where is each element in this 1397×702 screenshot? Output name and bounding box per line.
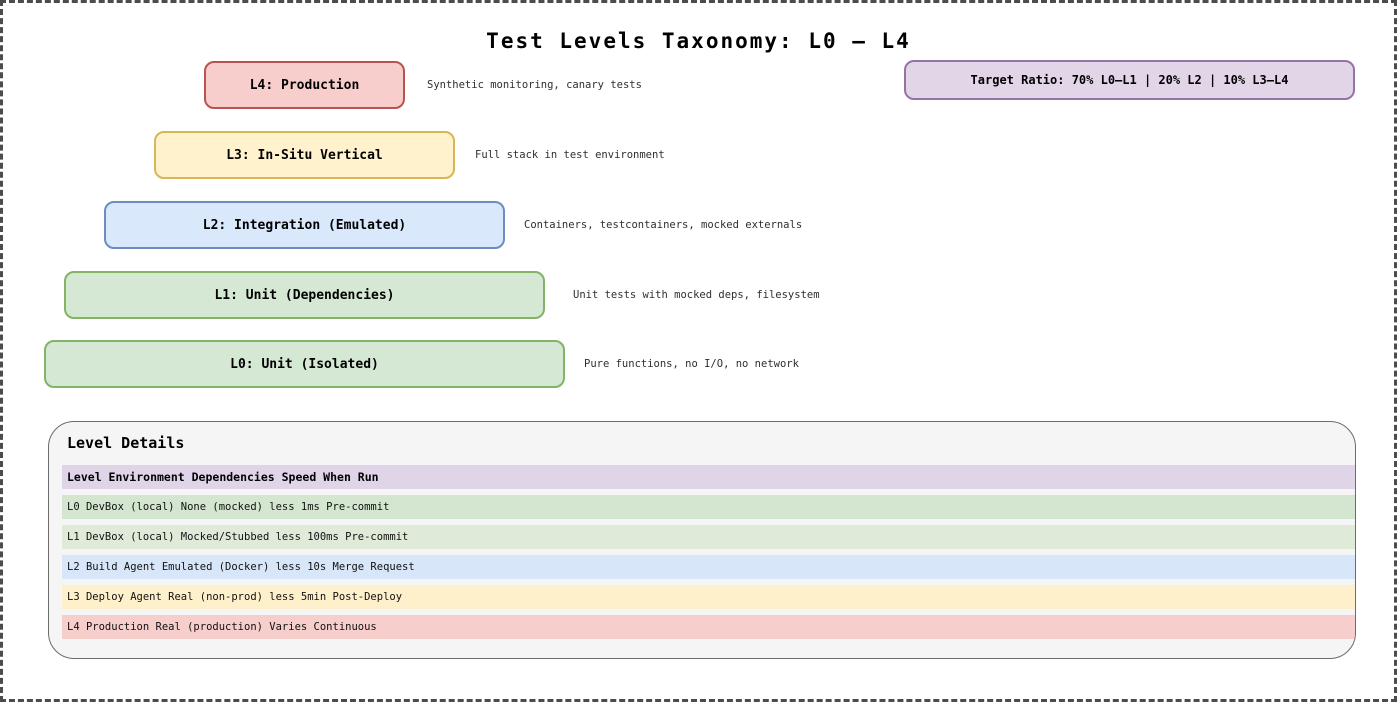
level-details-panel: Level Details Level Environment Dependen… bbox=[48, 421, 1356, 659]
level-annotation-l3: Full stack in test environment bbox=[475, 149, 665, 161]
test-pyramid: L4: Production Synthetic monitoring, can… bbox=[3, 3, 1394, 413]
target-ratio-badge: Target Ratio: 70% L0–L1 | 20% L2 | 10% L… bbox=[904, 60, 1355, 100]
level-box-l0: L0: Unit (Isolated) bbox=[44, 340, 565, 388]
pyramid-level-l0: L0: Unit (Isolated) Pure functions, no I… bbox=[3, 340, 1394, 388]
details-table: Level Environment Dependencies Speed Whe… bbox=[62, 465, 1355, 639]
level-annotation-l4: Synthetic monitoring, canary tests bbox=[427, 79, 642, 91]
page-title: Test Levels Taxonomy: L0 – L4 bbox=[486, 29, 911, 53]
pyramid-level-l4: L4: Production Synthetic monitoring, can… bbox=[3, 61, 1394, 109]
panel-heading: Level Details bbox=[67, 434, 185, 452]
level-box-l1: L1: Unit (Dependencies) bbox=[64, 271, 545, 319]
level-annotation-l1: Unit tests with mocked deps, filesystem bbox=[573, 289, 820, 301]
table-row-l2: L2 Build Agent Emulated (Docker) less 10… bbox=[62, 555, 1355, 579]
table-row-l4: L4 Production Real (production) Varies C… bbox=[62, 615, 1355, 639]
level-annotation-l2: Containers, testcontainers, mocked exter… bbox=[524, 219, 803, 231]
level-box-l2: L2: Integration (Emulated) bbox=[104, 201, 505, 249]
table-header-row: Level Environment Dependencies Speed Whe… bbox=[62, 465, 1355, 489]
level-annotation-l0: Pure functions, no I/O, no network bbox=[584, 358, 799, 370]
pyramid-level-l3: L3: In-Situ Vertical Full stack in test … bbox=[3, 131, 1394, 179]
table-row-l3: L3 Deploy Agent Real (non-prod) less 5mi… bbox=[62, 585, 1355, 609]
level-box-l4: L4: Production bbox=[204, 61, 405, 109]
pyramid-level-l1: L1: Unit (Dependencies) Unit tests with … bbox=[3, 271, 1394, 319]
level-box-l3: L3: In-Situ Vertical bbox=[154, 131, 455, 179]
table-row-l0: L0 DevBox (local) None (mocked) less 1ms… bbox=[62, 495, 1355, 519]
table-row-l1: L1 DevBox (local) Mocked/Stubbed less 10… bbox=[62, 525, 1355, 549]
pyramid-level-l2: L2: Integration (Emulated) Containers, t… bbox=[3, 201, 1394, 249]
